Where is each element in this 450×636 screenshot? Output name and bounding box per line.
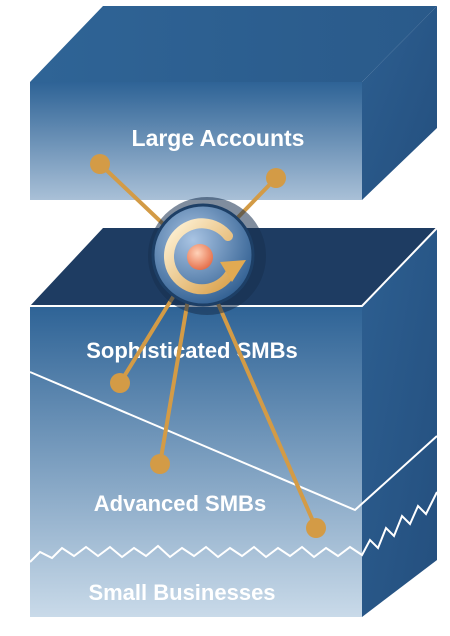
small-businesses-label: Small Businesses bbox=[88, 580, 275, 605]
jagged-divider-line bbox=[29, 491, 438, 563]
advanced-smbs-label: Advanced SMBs bbox=[94, 491, 266, 516]
arrow-head-icon bbox=[220, 260, 246, 282]
cycle-arrow-icon bbox=[148, 197, 266, 315]
cycle-arrow bbox=[164, 218, 236, 295]
hub-core bbox=[187, 244, 213, 270]
dot-icon bbox=[150, 454, 170, 474]
endpoint-dots bbox=[90, 154, 326, 538]
dot-icon bbox=[266, 168, 286, 188]
upper-block-side-face bbox=[362, 6, 437, 200]
upper-block-top-face bbox=[30, 6, 437, 82]
connector-line bbox=[204, 274, 318, 530]
dot-icon bbox=[90, 154, 110, 174]
sophisticated-smbs-label: Sophisticated SMBs bbox=[86, 338, 297, 363]
lower-block-side-face bbox=[362, 228, 437, 617]
upper-block-front-face bbox=[30, 82, 362, 200]
segment-divider-line bbox=[29, 371, 438, 512]
large-accounts-block: Large Accounts bbox=[30, 6, 437, 200]
large-accounts-label: Large Accounts bbox=[132, 125, 305, 151]
top-edge-line bbox=[30, 227, 438, 307]
dot-icon bbox=[110, 373, 130, 393]
smb-block: Sophisticated SMBs Advanced SMBs Small B… bbox=[29, 227, 438, 617]
lower-block-front-face bbox=[30, 306, 362, 617]
dot-icon bbox=[306, 518, 326, 538]
